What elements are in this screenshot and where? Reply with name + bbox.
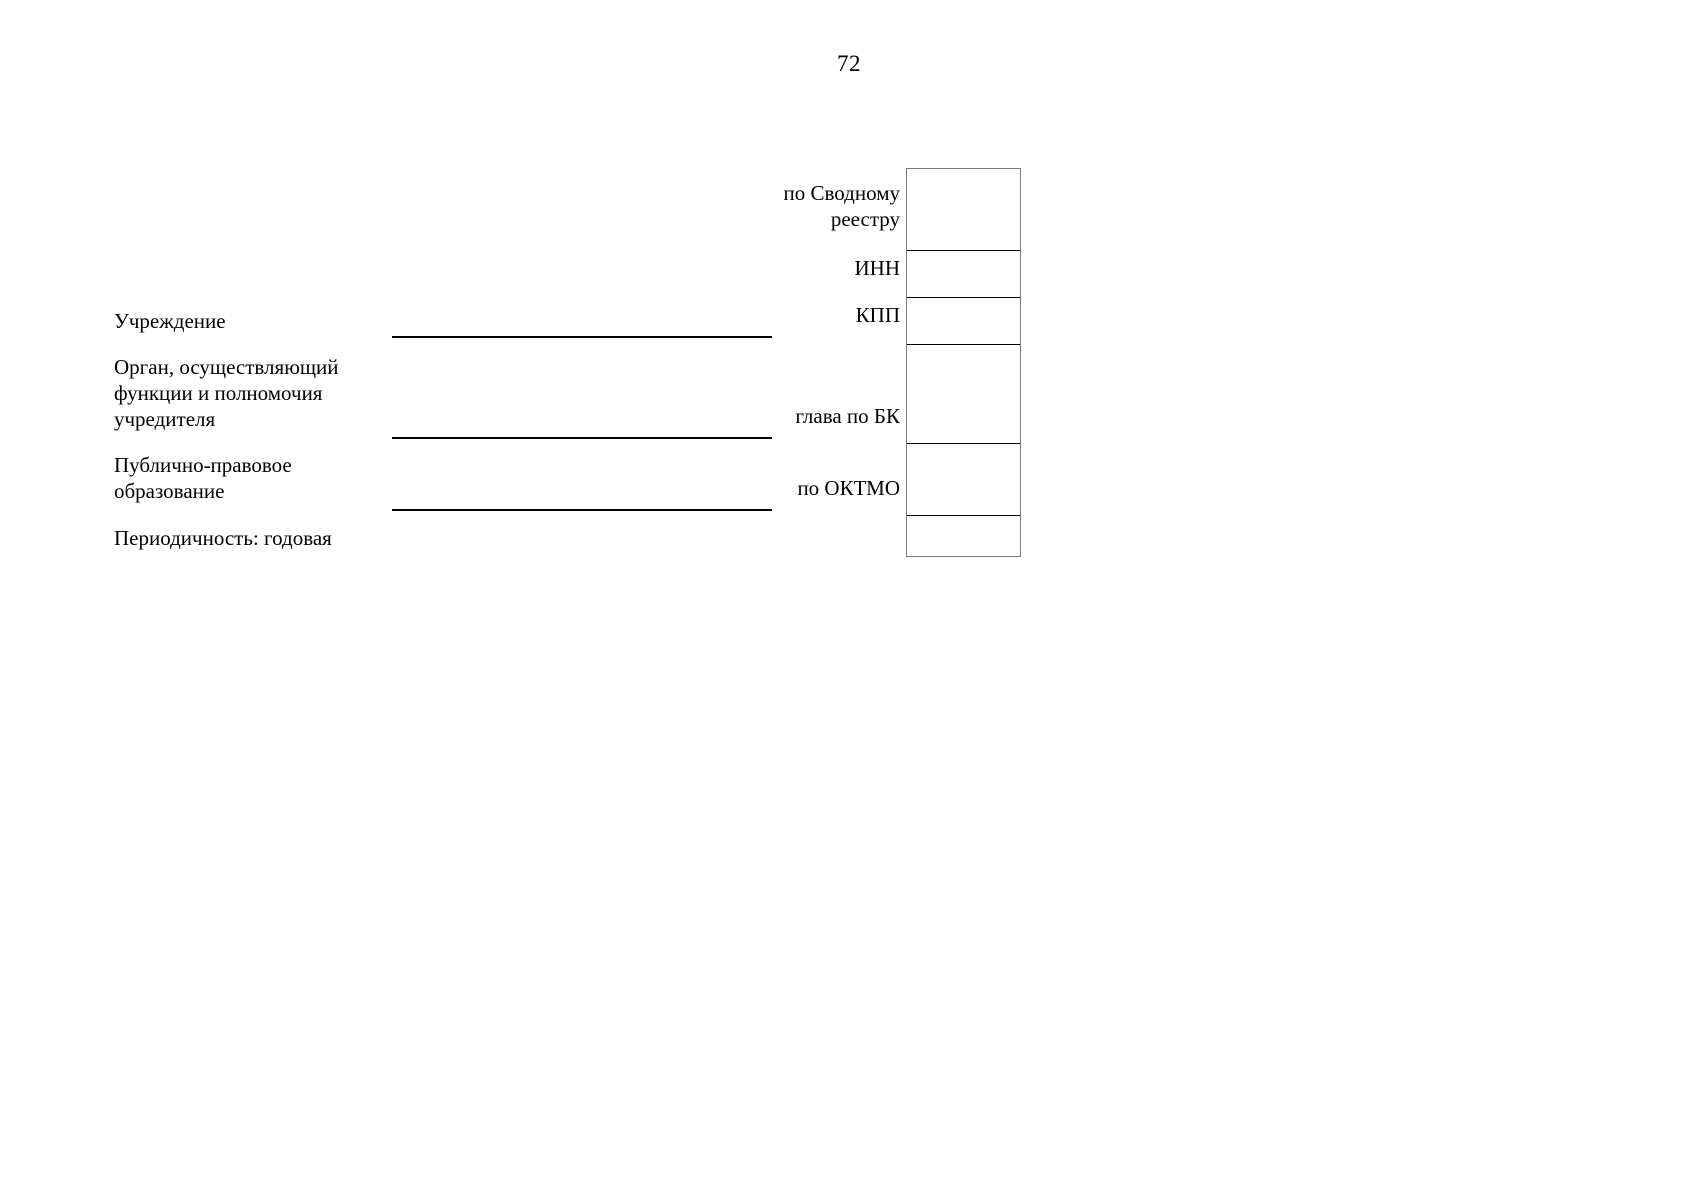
code-box-oktmo[interactable] xyxy=(907,444,1020,516)
code-label-consolidated-register: по Сводному реестру xyxy=(783,181,900,231)
field-label-public-entity: Публично-правовое образование xyxy=(114,453,292,503)
code-box-chapter-bk[interactable] xyxy=(907,345,1020,444)
field-label-periodicity: Периодичность: годовая xyxy=(114,526,332,550)
code-box-kpp[interactable] xyxy=(907,298,1020,345)
code-label-inn: ИНН xyxy=(854,256,901,280)
code-label-oktmo: по ОКТМО xyxy=(797,476,900,500)
fill-in-rule-founder-body[interactable] xyxy=(392,437,772,439)
fill-in-rule-institution[interactable] xyxy=(392,336,772,338)
page-number: 72 xyxy=(837,51,861,76)
code-box-consolidated-register[interactable] xyxy=(907,169,1020,251)
code-box-inn[interactable] xyxy=(907,251,1020,298)
field-label-founder-body: Орган, осуществляющий функции и полномоч… xyxy=(114,355,339,431)
code-label-chapter-bk: глава по БК xyxy=(795,404,900,428)
code-label-kpp: КПП xyxy=(855,303,900,327)
code-box-unnamed[interactable] xyxy=(907,516,1020,556)
fill-in-rule-public-entity[interactable] xyxy=(392,509,772,511)
code-box-stack xyxy=(906,168,1021,557)
field-label-institution: Учреждение xyxy=(114,309,226,333)
